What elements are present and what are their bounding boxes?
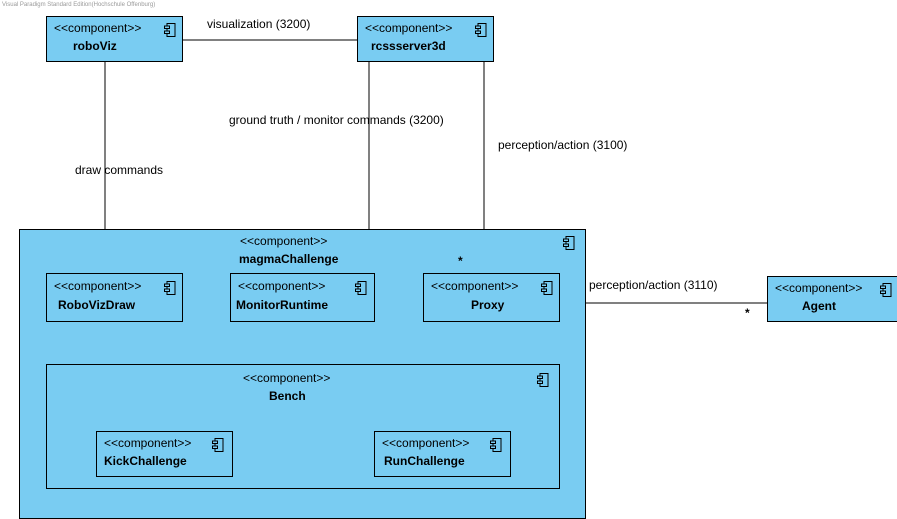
perception-3110-label: perception/action (3110) <box>589 278 718 292</box>
stereotype-label: <<component>> <box>243 371 331 385</box>
component-icon <box>164 281 176 295</box>
component-icon <box>490 438 502 452</box>
component-icon <box>541 281 553 295</box>
component-rcssserver3d[interactable]: <<component>> rcssserver3d <box>357 16 494 62</box>
stereotype-label: <<component>> <box>431 279 519 293</box>
component-icon <box>475 23 487 37</box>
component-run-challenge[interactable]: <<component>> RunChallenge <box>374 431 511 477</box>
component-name: magmaChallenge <box>239 252 339 266</box>
component-name: KickChallenge <box>104 454 187 468</box>
draw-commands-label: draw commands <box>75 163 164 177</box>
component-name: RunChallenge <box>384 454 465 468</box>
component-proxy[interactable]: <<component>> Proxy <box>423 273 560 322</box>
stereotype-label: <<component>> <box>382 436 470 450</box>
stereotype-label: <<component>> <box>238 279 326 293</box>
multiplicity-proxy: * <box>458 254 463 268</box>
stereotype-label: <<component>> <box>775 281 863 295</box>
component-agent[interactable]: <<component>> Agent <box>767 276 897 322</box>
component-name: roboViz <box>73 39 117 53</box>
multiplicity-agent: * <box>745 306 750 320</box>
component-roboviz-draw[interactable]: <<component>> RoboVizDraw <box>46 273 183 322</box>
stereotype-label: <<component>> <box>104 436 192 450</box>
stereotype-label: <<component>> <box>365 21 453 35</box>
component-name: Agent <box>802 299 836 313</box>
component-icon <box>164 23 176 37</box>
stereotype-label: <<component>> <box>240 234 328 248</box>
component-icon <box>355 281 367 295</box>
component-kick-challenge[interactable]: <<component>> KickChallenge <box>96 431 233 477</box>
ground-truth-label: ground truth / monitor commands (3200) <box>229 113 444 127</box>
stereotype-label: <<component>> <box>54 279 142 293</box>
component-icon <box>212 438 224 452</box>
component-name: Proxy <box>471 298 505 312</box>
component-icon <box>537 373 549 387</box>
watermark-text: Visual Paradigm Standard Edition(Hochsch… <box>2 2 156 8</box>
component-name: RoboVizDraw <box>58 298 136 312</box>
component-monitor-runtime[interactable]: <<component>> MonitorRuntime <box>230 273 375 322</box>
visualization-label: visualization (3200) <box>207 17 311 31</box>
stereotype-label: <<component>> <box>54 21 142 35</box>
component-name: Bench <box>269 389 306 403</box>
component-name: rcssserver3d <box>371 39 446 53</box>
perception-3100-label: perception/action (3100) <box>498 138 628 152</box>
component-roboviz[interactable]: <<component>> roboViz <box>46 16 183 62</box>
component-icon <box>880 283 892 297</box>
component-icon <box>563 236 575 250</box>
component-name: MonitorRuntime <box>236 298 328 312</box>
